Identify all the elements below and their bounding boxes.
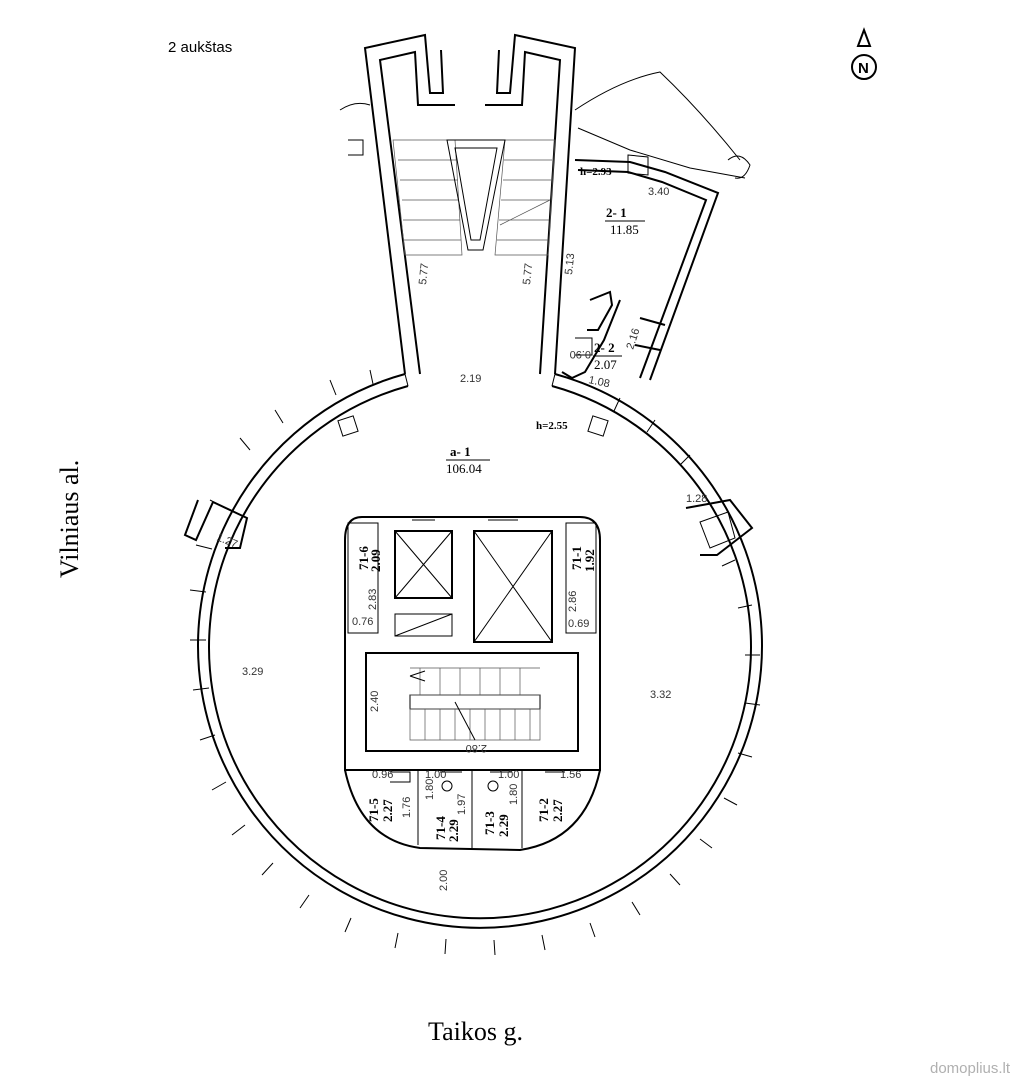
room-71-6-area: 2.09 xyxy=(368,549,383,572)
dim-286: 2.86 xyxy=(567,591,579,612)
room-a-1: h=2.55 a- 1 106.04 3.29 3.32 2.00 xyxy=(242,415,671,891)
room-71-2-id: 71-2 xyxy=(536,798,551,822)
room-71-2-area: 2.27 xyxy=(550,799,565,822)
height-top: h=2.93 xyxy=(580,166,612,178)
watermark: domoplius.lt xyxy=(930,1060,1011,1077)
room-71-4-area: 2.29 xyxy=(446,819,461,842)
room-71-1-id: 71-1 xyxy=(569,546,584,570)
dim-108: 1.08 xyxy=(587,374,610,390)
dim-329: 3.29 xyxy=(242,666,263,678)
compass-letter: N xyxy=(858,60,869,77)
room-71-5-id: 71-5 xyxy=(366,798,381,822)
dim-219: 2.19 xyxy=(460,373,481,385)
dim-076: 0.76 xyxy=(352,616,373,628)
dim-280: 2.80 xyxy=(466,742,487,754)
room-2-2-area: 2.07 xyxy=(594,357,617,372)
dim-180b: 1.80 xyxy=(508,784,520,805)
dim-128: 1.28 xyxy=(686,493,707,505)
dim-180a: 1.80 xyxy=(424,779,436,800)
dim-200: 2.00 xyxy=(438,870,450,891)
dim-100b: 1.00 xyxy=(498,769,519,781)
dim-156: 1.56 xyxy=(560,769,581,781)
room-2-2-id: 2- 2 xyxy=(594,340,615,355)
room-71-4-id: 71-4 xyxy=(433,816,448,840)
dim-069: 0.69 xyxy=(568,618,589,630)
terrace-outline xyxy=(339,71,751,179)
dim-340: 3.40 xyxy=(648,186,669,198)
bay-window-east: 1.28 xyxy=(685,493,754,556)
dim-197: 1.97 xyxy=(456,794,468,815)
room-71-3-id: 71-3 xyxy=(482,811,497,835)
dim-283: 2.83 xyxy=(367,589,379,610)
street-label-west: Vilniaus al. xyxy=(55,460,84,578)
central-core: 71-6 2.09 2.83 0.76 71-1 1.92 2.86 0.69 … xyxy=(344,516,601,852)
dim-090: 0.90 xyxy=(570,348,591,360)
room-a-1-area: 106.04 xyxy=(446,461,482,476)
room-71-1-area: 1.92 xyxy=(582,549,597,572)
room-2-1: h=2.93 3.40 2- 1 11.85 5.13 2- 2 2.07 2.… xyxy=(561,154,720,390)
height-main: h=2.55 xyxy=(536,420,568,432)
dim-577-right: 5.77 xyxy=(521,263,535,286)
dim-100a: 1.00 xyxy=(425,769,446,781)
dim-577-left: 5.77 xyxy=(417,263,431,286)
room-71-6-id: 71-6 xyxy=(356,546,371,570)
street-label-south: Taikos g. xyxy=(428,1017,523,1046)
dim-332: 3.32 xyxy=(650,689,671,701)
room-a-1-id: a- 1 xyxy=(450,444,471,459)
dim-216: 2.16 xyxy=(624,327,642,351)
north-arrow-icon: N xyxy=(851,27,877,80)
floor-label: 2 aukštas xyxy=(168,39,232,56)
room-2-1-area: 11.85 xyxy=(610,222,639,237)
room-71-5-area: 2.27 xyxy=(380,799,395,822)
dim-096: 0.96 xyxy=(372,769,393,781)
dim-176: 1.76 xyxy=(401,797,413,818)
stair-wing: 5.77 5.77 2.19 xyxy=(363,33,577,385)
dim-513: 5.13 xyxy=(563,253,577,276)
dim-240: 2.40 xyxy=(369,691,381,712)
outer-round-wall xyxy=(189,369,763,956)
room-2-1-id: 2- 1 xyxy=(606,205,627,220)
room-71-3-area: 2.29 xyxy=(496,814,511,837)
